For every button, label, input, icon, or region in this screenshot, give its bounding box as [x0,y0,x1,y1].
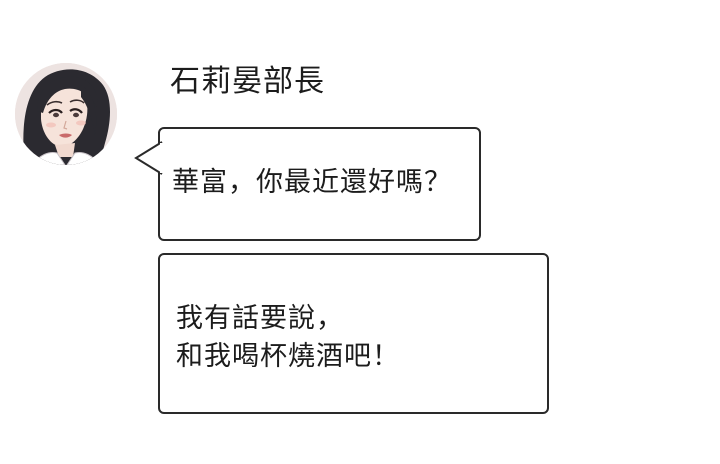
message-text: 華富，你最近還好嗎？ [172,164,452,202]
message-bubble[interactable]: 我有話要說， 和我喝杯燒酒吧！ [158,253,549,414]
woman-portrait-avatar-icon [15,63,117,165]
message-line: 我有話要說， [176,303,344,334]
message-line: 和我喝杯燒酒吧！ [176,341,400,372]
sender-avatar[interactable] [15,63,117,165]
bubble-tail [134,141,164,175]
message-bubble[interactable]: 華富，你最近還好嗎？ [134,127,481,241]
sender-name: 石莉晏部長 [170,64,325,99]
message-line: 華富，你最近還好嗎？ [172,167,452,198]
message-text: 我有話要說， 和我喝杯燒酒吧！ [176,300,400,376]
